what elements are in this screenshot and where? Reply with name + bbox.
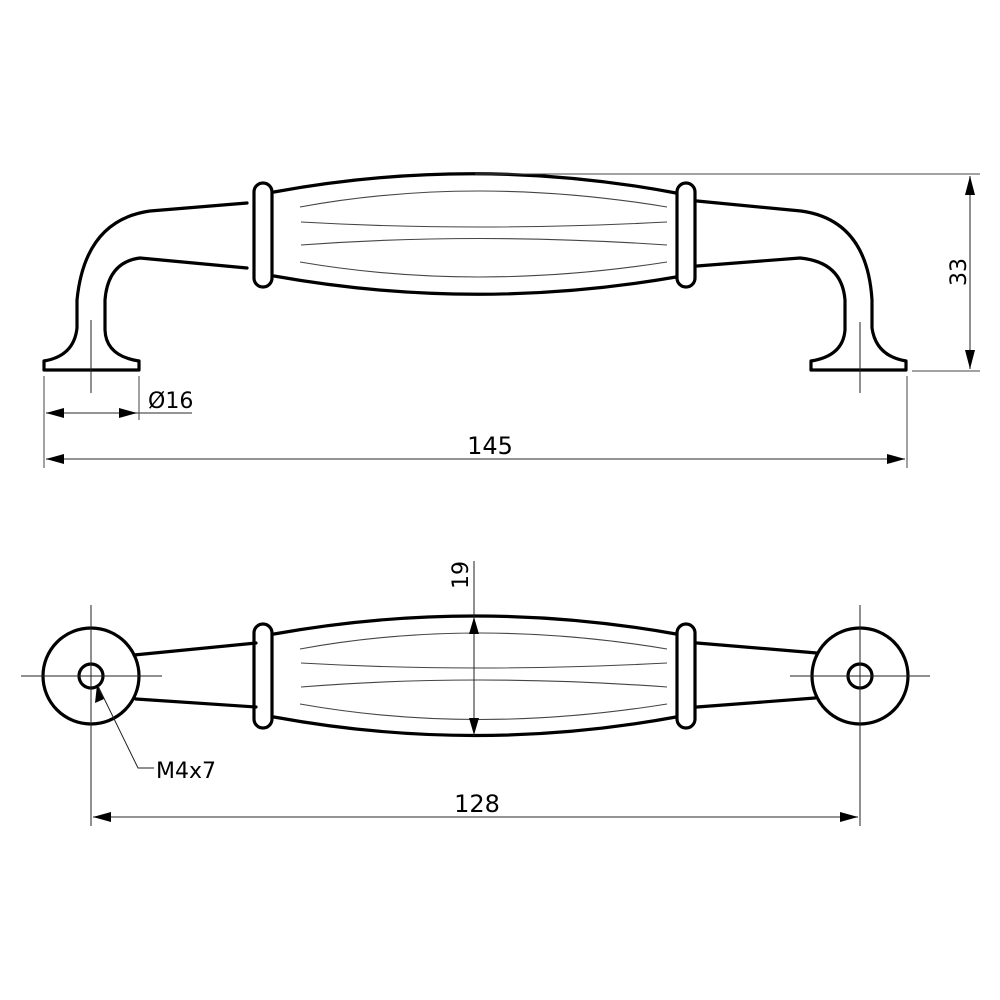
height-dimension-label: 33: [947, 258, 972, 286]
grip-groove: [299, 703, 668, 721]
grip-groove: [300, 662, 668, 669]
arrow-icon: [93, 812, 111, 822]
thread-label: M4x7: [156, 759, 216, 784]
grip-body: [272, 172, 678, 296]
right-collar: [675, 181, 697, 289]
left-collar: [252, 622, 274, 730]
grip-groove: [299, 632, 668, 650]
arrow-icon: [965, 350, 975, 369]
arrow-icon: [965, 176, 975, 195]
top-view-dimensions: 19 M4x7 128: [93, 561, 858, 822]
grip-groove: [300, 221, 668, 228]
arrow-icon: [95, 685, 104, 703]
grip-body: [272, 614, 678, 738]
grip-groove: [299, 190, 668, 208]
grip-groove: [300, 679, 668, 688]
grip-width-label: 19: [449, 561, 474, 589]
side-view: [42, 172, 908, 393]
arrow-icon: [469, 718, 479, 735]
grip-groove: [299, 261, 668, 278]
hole-spacing-label: 128: [454, 790, 500, 818]
right-collar: [675, 622, 697, 730]
grip-groove: [300, 237, 668, 246]
arrow-icon: [46, 408, 64, 418]
left-collar: [252, 181, 274, 289]
arrow-icon: [119, 408, 137, 418]
right-leg: [695, 199, 908, 372]
side-view-dimensions: 33 Ø16 145: [43, 173, 980, 468]
overall-length-label: 145: [467, 432, 513, 460]
top-view: [21, 605, 930, 826]
left-arm: [132, 641, 258, 709]
arrow-icon: [469, 617, 479, 634]
right-arm: [695, 641, 819, 709]
arrow-icon: [840, 812, 858, 822]
thread-leader-line: [97, 685, 154, 769]
left-leg: [42, 201, 249, 372]
foot-diameter-label: Ø16: [148, 389, 193, 414]
arrow-icon: [887, 454, 905, 464]
arrow-icon: [46, 454, 64, 464]
